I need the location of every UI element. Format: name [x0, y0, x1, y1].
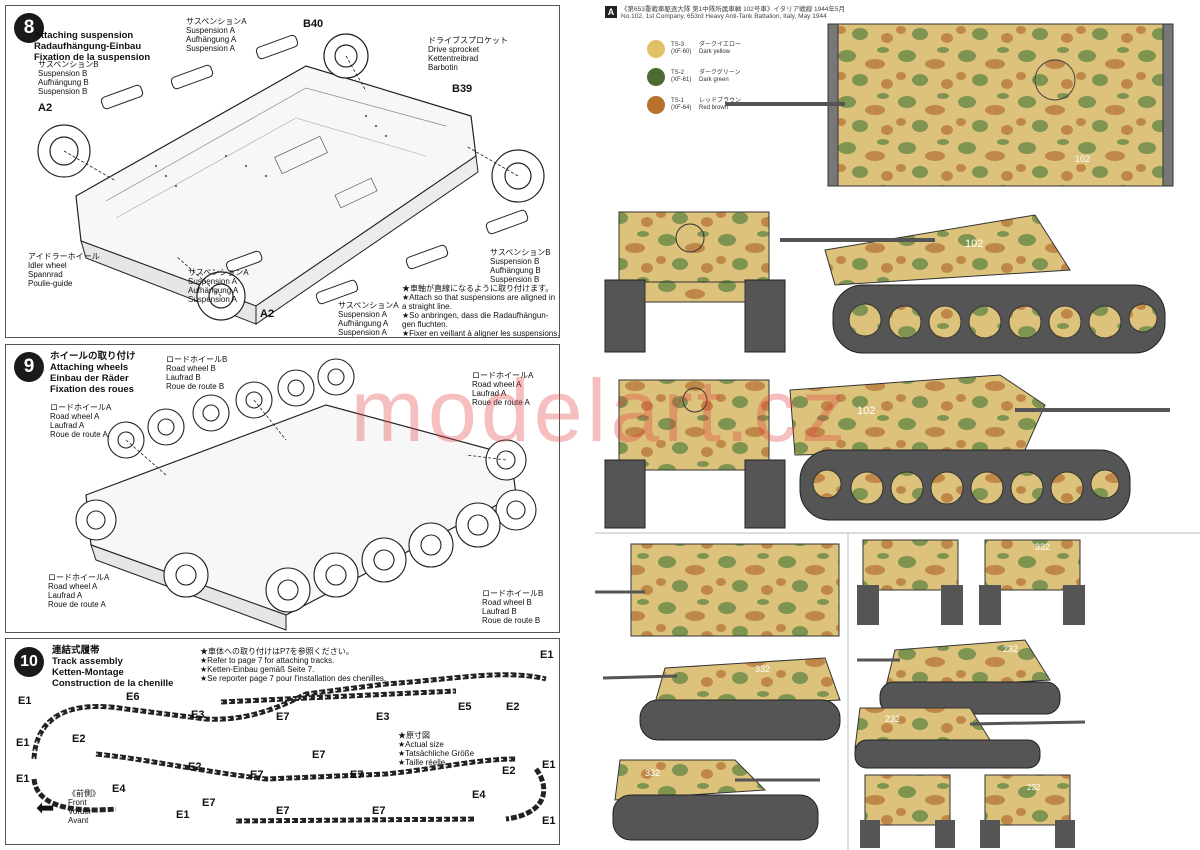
- part-e2: E2: [502, 765, 516, 777]
- marking-332-rear: 332: [1035, 542, 1050, 552]
- color-swatch-dark-yellow: [647, 40, 665, 58]
- marking-102-top: 102: [1075, 154, 1090, 164]
- label-drive-sprocket: ドライブスプロケット Drive sprocket Kettentreibrad…: [428, 36, 508, 72]
- label-road-wheel-a-bottom: ロードホイールA Road wheel A Laufrad A Roue de …: [48, 573, 110, 609]
- scheme-a-caption: 《第653重戦車駆逐大隊 第1中隊所属車輌 102号車》イタリア戦線 1944年…: [621, 6, 846, 20]
- part-e4: E4: [112, 783, 126, 795]
- part-e7: E7: [202, 797, 216, 809]
- marking-332-side-1: 332: [755, 664, 770, 674]
- part-e1: E1: [176, 809, 190, 821]
- step-number-10: 10: [14, 647, 44, 677]
- step-10-title: 連結式履帯 Track assembly Ketten-Montage Cons…: [52, 645, 174, 689]
- marking-332-side-2: 332: [645, 768, 660, 778]
- step-8-title: Attaching suspension Radaufhängung-Einba…: [34, 30, 151, 63]
- step-number-9: 9: [14, 352, 44, 382]
- track-links-drawing: [31, 672, 547, 824]
- label-suspension-b-right: サスペンションB Suspension B Aufhängung B Suspe…: [490, 248, 551, 284]
- step-10-panel: 10 連結式履帯 Track assembly Ketten-Montage C…: [5, 638, 560, 845]
- part-e7: E7: [312, 749, 326, 761]
- actual-size-note: ★原寸図 ★Actual size ★Tatsächliche Größe ★T…: [398, 731, 475, 767]
- label-road-wheel-a-left: ロードホイールA Road wheel A Laufrad A Roue de …: [50, 403, 112, 439]
- step-number-8: 8: [14, 13, 44, 43]
- part-e1: E1: [16, 737, 30, 749]
- scheme-marker-a: A: [605, 6, 617, 18]
- part-e3: E3: [191, 709, 205, 721]
- label-road-wheel-a-right: ロードホイールA Road wheel A Laufrad A Roue de …: [472, 371, 534, 407]
- part-e5: E5: [458, 701, 472, 713]
- marking-232-side-1: 232: [1003, 644, 1018, 654]
- part-e7: E7: [372, 805, 386, 817]
- color-name-red-brown: レッドブラウン Red brown: [699, 98, 742, 111]
- label-idler-wheel: アイドラーホイール Idler wheel Spannrad Poulie-gu…: [28, 252, 100, 288]
- color-swatch-red-brown: [647, 96, 665, 114]
- marking-232-rear: 232: [1027, 783, 1041, 792]
- label-a2-left: A2: [38, 102, 53, 114]
- label-suspension-b-left: サスペンションB Suspension B Aufhängung B Suspe…: [38, 60, 99, 96]
- step-9-title: ホイールの取り付け Attaching wheels Einbau der Rä…: [50, 351, 136, 395]
- part-e1: E1: [18, 695, 32, 707]
- part-e1: E1: [542, 815, 556, 827]
- part-e7: E7: [276, 805, 290, 817]
- part-e2: E2: [72, 733, 86, 745]
- color-swatch-dark-green: [647, 68, 665, 86]
- part-e1: E1: [540, 649, 554, 661]
- step-10-track-note: ★車体への取り付けはP7を参照ください。 ★Refer to page 7 fo…: [200, 647, 387, 683]
- part-e7: E7: [276, 711, 290, 723]
- part-e2: E2: [506, 701, 520, 713]
- marking-102-side-2: 102: [857, 405, 875, 417]
- part-e7: E7: [250, 769, 264, 781]
- part-e3: E3: [376, 711, 390, 723]
- part-e6: E6: [126, 691, 140, 703]
- color-code-dark-green: TS-2 (XF-61): [671, 70, 692, 83]
- label-road-wheel-b-top: ロードホイールB Road wheel B Laufrad B Roue de …: [166, 355, 228, 391]
- marking-102-side-1: 102: [965, 238, 983, 250]
- part-e1: E1: [542, 759, 556, 771]
- label-suspension-a-mid: サスペンションA Suspension A Aufhängung A Suspe…: [188, 268, 249, 304]
- marking-232-side-2: 232: [885, 714, 900, 724]
- label-road-wheel-b-bottom: ロードホイールB Road wheel B Laufrad B Roue de …: [482, 589, 544, 625]
- part-e1: E1: [16, 773, 30, 785]
- color-code-dark-yellow: TS-3 (XF-60): [671, 42, 692, 55]
- label-suspension-a-bottom: サスペンションA Suspension A Aufhängung A Suspe…: [338, 301, 399, 337]
- step-8-alignment-note: ★車軸が直線になるように取り付けます。 ★Attach so that susp…: [402, 284, 560, 338]
- color-code-red-brown: TS-1 (XF-64): [671, 98, 692, 111]
- color-name-dark-yellow: ダークイエロー Dark yellow: [699, 42, 741, 55]
- label-b39: B39: [452, 83, 473, 95]
- painting-guide: A 《第653重戦車駆逐大隊 第1中隊所属車輌 102号車》イタリア戦線 194…: [595, 0, 1200, 850]
- part-e4: E4: [472, 789, 486, 801]
- part-e2: E2: [188, 761, 202, 773]
- step-8-panel: 8 Attaching suspension Radaufhängung-Ein…: [5, 5, 560, 338]
- step-9-panel: 9 ホイールの取り付け Attaching wheels Einbau der …: [5, 344, 560, 633]
- camouflage-views: 102 102 102: [595, 23, 1200, 850]
- step-9-wheels-drawing: [75, 358, 537, 631]
- part-e7: E7: [350, 769, 364, 781]
- label-b40: B40: [303, 18, 324, 30]
- color-name-dark-green: ダークグリーン Dark green: [699, 70, 741, 83]
- label-suspension-a-top: サスペンションA Suspension A Aufhängung A Suspe…: [186, 17, 247, 53]
- step-8-hull-drawing: [37, 33, 545, 325]
- label-a2-bottom: A2: [260, 308, 275, 320]
